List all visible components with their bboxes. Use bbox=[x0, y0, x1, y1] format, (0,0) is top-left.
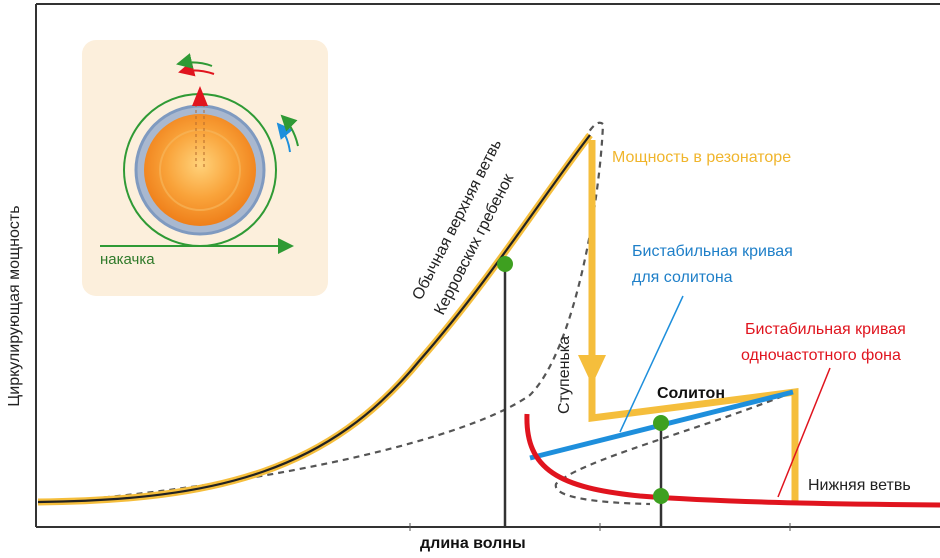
cw-curve-label-line2: одночастотного фона bbox=[741, 347, 901, 364]
soliton-pulse-icon bbox=[192, 86, 208, 106]
rotation-arrow-blue-icon bbox=[276, 122, 294, 153]
soliton-label: Солитон bbox=[657, 385, 725, 402]
cw-curve-label-line1: Бистабильная кривая bbox=[745, 321, 906, 338]
marker-soliton bbox=[653, 415, 669, 431]
soliton-pulse-trace bbox=[195, 104, 205, 170]
dashed-soliton-unstable-branch bbox=[554, 390, 794, 506]
resonator-inner-ring bbox=[159, 129, 241, 211]
step-label: Ступенька bbox=[556, 336, 573, 414]
resonator-power-step-arrow-icon bbox=[578, 355, 606, 385]
rotation-arrow-green-icon bbox=[176, 53, 213, 69]
rotation-arrow-red-icon bbox=[178, 60, 215, 77]
marker-upper-branch bbox=[497, 256, 513, 272]
y-axis-label: Циркулирующая мощность bbox=[2, 176, 28, 436]
pointer-soliton-curve bbox=[619, 295, 684, 433]
soliton-curve-label-line1: Бистабильная кривая bbox=[632, 243, 793, 260]
pump-label: накачка bbox=[100, 251, 155, 268]
rotation-arrow-green-right-icon bbox=[280, 114, 299, 147]
resonator-inset: накачка bbox=[82, 40, 328, 296]
kerr-upper-branch bbox=[37, 134, 591, 504]
resonator-power-label: Мощность в резонаторе bbox=[612, 149, 791, 166]
x-axis-label: длина волны bbox=[420, 535, 526, 552]
soliton-curve-label-line2: для солитона bbox=[632, 269, 733, 286]
y-axis-label-text: Циркулирующая мощность bbox=[6, 205, 23, 407]
marker-lower bbox=[653, 488, 669, 504]
resonator-power-drop bbox=[588, 140, 799, 505]
pointer-cw-curve bbox=[777, 367, 831, 498]
lower-branch-label: Нижняя ветвь bbox=[808, 477, 911, 494]
